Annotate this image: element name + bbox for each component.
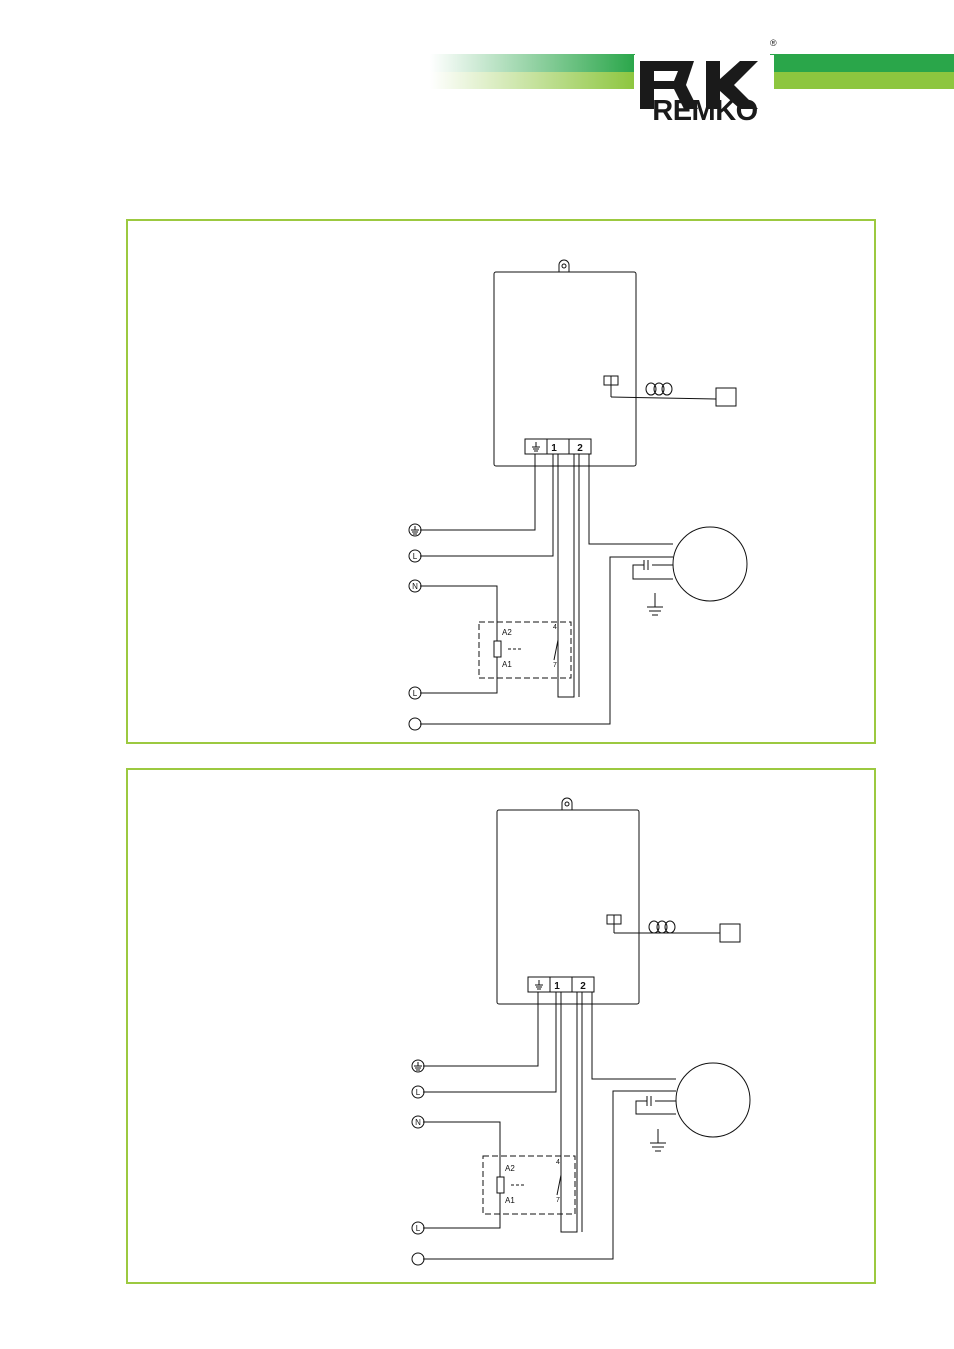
relay-contact-7-label: 7: [553, 662, 557, 669]
supply-label-l1: L: [416, 1088, 421, 1097]
earth-icon: [535, 980, 543, 990]
supply-terminal-l2: [408, 686, 422, 700]
header-gradient-band: [430, 54, 954, 89]
relay-box: [478, 621, 572, 679]
relay-box: [482, 1155, 576, 1215]
hanging-clip: [561, 797, 573, 810]
control-box-enclosure: [496, 809, 640, 1005]
motor-ground: [647, 593, 663, 616]
motor: [675, 1062, 751, 1138]
registered-mark: ®: [770, 38, 777, 48]
supply-terminal-l1: [408, 549, 422, 563]
wiring-diagram-2: 1 2 L N L A2 A1 4 7: [411, 797, 751, 1266]
supply-terminal-n: [411, 1115, 425, 1129]
relay-a1-label: A1: [505, 1196, 515, 1205]
relay-coil: [493, 640, 502, 658]
capacitor: [632, 560, 673, 580]
remote-sensor: [719, 923, 741, 943]
relay-contact-7-label: 7: [556, 1197, 560, 1204]
supply-label-n: N: [415, 1118, 421, 1127]
relay-a2-label: A2: [502, 628, 512, 637]
capacitor: [635, 1096, 676, 1115]
wiring-diagram-panel-2: 1 2 L N L A2 A1 4 7: [126, 768, 876, 1284]
supply-label-l2: L: [416, 1224, 421, 1233]
control-box-enclosure: [493, 271, 637, 467]
supply-terminal-n: [408, 579, 422, 593]
earth-icon: [414, 1062, 422, 1071]
wiring-diagram-1: 1 2 L N L A2 A1 4 7: [408, 259, 748, 731]
earth-icon: [411, 526, 419, 535]
supply-terminal-l2: [411, 1221, 425, 1235]
supply-terminal-blank: [408, 717, 422, 731]
supply-label-n: N: [412, 582, 418, 591]
supply-terminal-earth: [411, 1059, 425, 1073]
terminal-1-label: 1: [554, 981, 560, 992]
terminal-2-label: 2: [580, 981, 586, 992]
supply-label-l2: L: [413, 689, 418, 698]
terminal-1-label: 1: [551, 443, 557, 454]
supply-terminal-blank: [411, 1252, 425, 1266]
brand-name: REMKO: [652, 95, 758, 127]
relay-contact-4-label: 4: [553, 624, 557, 631]
motor-ground: [650, 1129, 666, 1152]
remote-sensor: [715, 387, 737, 407]
terminal-2-label: 2: [577, 443, 583, 454]
hanging-clip: [558, 259, 570, 272]
relay-coil: [496, 1176, 505, 1194]
supply-terminal-l1: [411, 1085, 425, 1099]
motor: [672, 526, 748, 602]
relay-a2-label: A2: [505, 1164, 515, 1173]
supply-terminal-earth: [408, 523, 422, 537]
remko-logo: [634, 55, 774, 115]
supply-label-l1: L: [413, 552, 418, 561]
wiring-diagram-panel-1: 1 2 L N L A2 A1 4 7: [126, 219, 876, 744]
relay-contact-4-label: 4: [556, 1159, 560, 1166]
earth-icon: [532, 442, 540, 452]
relay-a1-label: A1: [502, 660, 512, 669]
